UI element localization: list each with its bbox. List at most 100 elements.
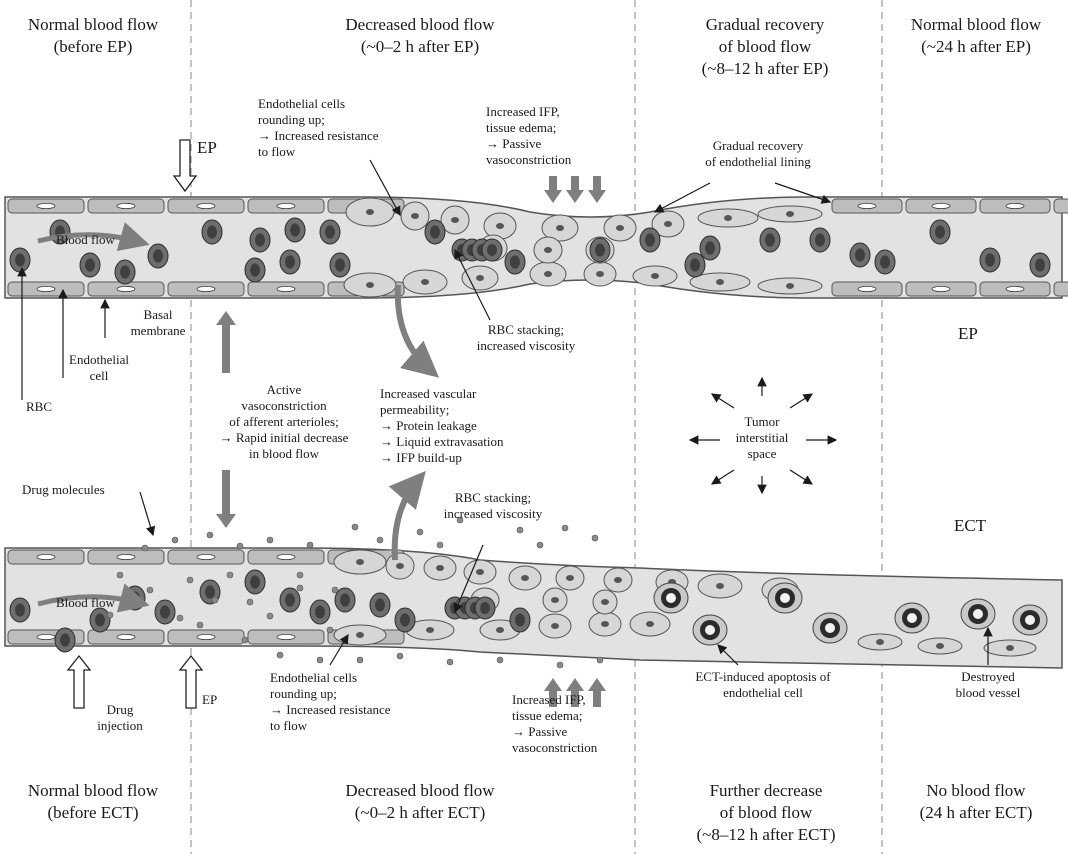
drug-molecule — [147, 587, 153, 593]
rbc-center — [15, 603, 25, 616]
rbc-center — [250, 263, 260, 276]
rounded-cell-nucleus — [366, 282, 374, 288]
rbc-center — [1035, 258, 1045, 271]
top-header-col3: Gradual recovery of blood flow (~8–12 h … — [680, 14, 850, 80]
rounded-cell-nucleus — [476, 569, 484, 575]
drug-injection-arrow — [68, 656, 90, 708]
nucleus-fragment-gap — [825, 623, 835, 633]
rounded-cell-nucleus — [421, 279, 429, 285]
rounded-cell-nucleus — [551, 623, 559, 629]
endothelial-nucleus — [37, 554, 55, 559]
nucleus-fragment-gap — [705, 625, 715, 635]
endothelial-nucleus — [37, 286, 55, 291]
rbc-center — [480, 602, 490, 614]
drug-molecule — [297, 572, 303, 578]
rbc-center — [335, 258, 345, 271]
drug-molecule — [332, 587, 338, 593]
rounded-cell-nucleus — [786, 211, 794, 217]
drug-molecule — [397, 653, 403, 659]
nucleus-fragment-gap — [1025, 615, 1035, 625]
rounded-cell-nucleus — [601, 621, 609, 627]
rbc-center — [15, 253, 25, 266]
drug-molecule — [237, 543, 243, 549]
rbc-center — [290, 223, 300, 236]
drug-molecule — [207, 532, 213, 538]
rbc-center — [255, 233, 265, 246]
bottom-header-col4: No blood flow (24 h after ECT) — [888, 780, 1064, 824]
drug-molecule — [417, 529, 423, 535]
endothelial-nucleus — [117, 634, 135, 639]
rbc-center — [375, 598, 385, 611]
drug-molecule — [317, 657, 323, 663]
drug-molecule — [497, 657, 503, 663]
permeability-arrow-bottom — [395, 480, 418, 560]
recovery-lining-label: Gradual recovery of endothelial lining — [690, 138, 826, 170]
rbc-center — [645, 233, 655, 246]
endothelial-nucleus — [37, 634, 55, 639]
rounded-cell-nucleus — [646, 621, 654, 627]
drug-molecule — [297, 585, 303, 591]
rounded-cell-nucleus — [544, 247, 552, 253]
endothelial-nucleus — [197, 203, 215, 208]
rounded-cell-nucleus — [664, 221, 672, 227]
top-header-col4: Normal blood flow (~24 h after EP) — [888, 14, 1064, 58]
drug-injection-label: Drug injection — [92, 702, 148, 734]
drug-molecule — [447, 659, 453, 665]
rbc-center — [705, 241, 715, 254]
rounded-cell-nucleus — [411, 213, 419, 219]
bottom-header-col3: Further decrease of blood flow (~8–12 h … — [668, 780, 864, 846]
rounded-cell-nucleus — [876, 639, 884, 645]
rbc-center — [315, 605, 325, 618]
ifp-top-label: Increased IFP, tissue edema; → Passive v… — [486, 104, 571, 168]
destroyed-vessel-label: Destroyed blood vessel — [940, 669, 1036, 701]
vascular-permeability-label: Increased vascular permeability; → Prote… — [380, 386, 503, 466]
rounded-cell-nucleus — [724, 215, 732, 221]
endothelial-nucleus — [858, 286, 876, 291]
rbc-center — [205, 585, 215, 598]
drug-molecules-label: Drug molecules — [22, 482, 105, 498]
endothelial-cell — [1054, 199, 1068, 213]
basal-membrane-label: Basal membrane — [118, 307, 198, 339]
endothelial-cell — [1054, 282, 1068, 296]
drug-molecule — [352, 524, 358, 530]
endothelial-nucleus — [117, 554, 135, 559]
drug-molecule — [517, 527, 523, 533]
drug-molecule — [197, 622, 203, 628]
rbc-center — [95, 613, 105, 626]
rbc-center — [285, 255, 295, 268]
ep-arrow-bottom — [180, 656, 202, 708]
drug-molecules-pointer — [140, 492, 153, 535]
drug-molecule — [537, 542, 543, 548]
rounded-cell-nucleus — [451, 217, 459, 223]
passive-vasoconstriction-arrows-top — [544, 176, 606, 203]
drug-molecule — [172, 537, 178, 543]
rounded-cell-nucleus — [366, 209, 374, 215]
rbc-center — [855, 248, 865, 261]
rounded-cell-nucleus — [496, 223, 504, 229]
rounded-cell-nucleus — [476, 275, 484, 281]
rounded-cell-nucleus — [716, 279, 724, 285]
ect-apoptosis-label: ECT-induced apoptosis of endothelial cel… — [688, 669, 838, 701]
drug-molecule — [592, 535, 598, 541]
endothelial-nucleus — [197, 554, 215, 559]
rbc-center — [935, 225, 945, 238]
rbc-center — [340, 593, 350, 606]
rounded-cell-nucleus — [551, 597, 559, 603]
drug-molecule — [557, 662, 563, 668]
rbc-center — [487, 244, 497, 256]
nucleus-fragment-gap — [780, 593, 790, 603]
drug-molecule — [117, 572, 123, 578]
rbc-center — [85, 258, 95, 271]
rbc-center — [400, 613, 410, 626]
drug-molecule — [177, 615, 183, 621]
rbc-center — [250, 575, 260, 588]
endothelial-nucleus — [1006, 203, 1024, 208]
rbc-label: RBC — [26, 399, 52, 415]
active-vasoconstriction-label: Active vasoconstriction of afferent arte… — [210, 382, 358, 462]
endothelial-nucleus — [37, 203, 55, 208]
drug-molecule — [307, 542, 313, 548]
ep-arrow-label: EP — [197, 140, 217, 156]
rbc-center — [325, 225, 335, 238]
endo-rounding-bottom-label: Endothelial cells rounding up; → Increas… — [270, 670, 391, 734]
endothelial-nucleus — [277, 554, 295, 559]
